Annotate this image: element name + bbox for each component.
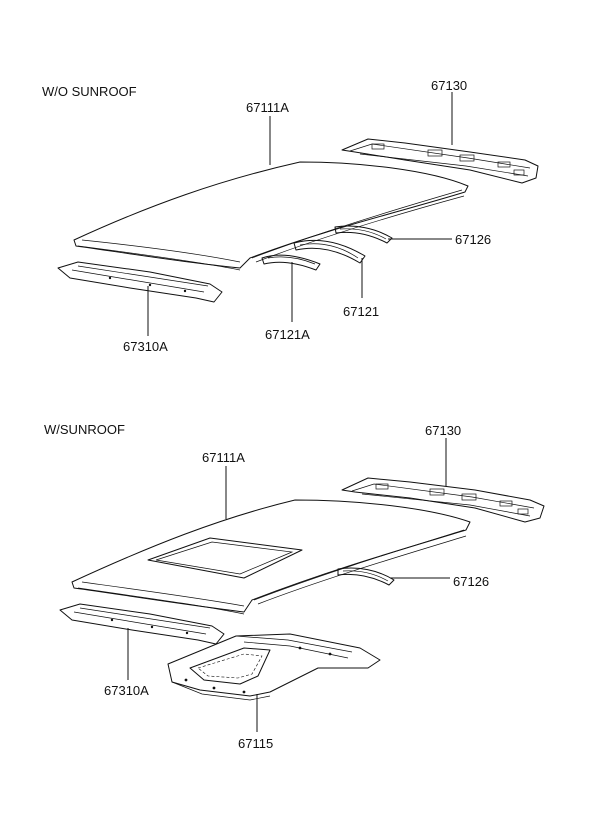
section-with-sunroof: W/SUNROOF: [44, 422, 545, 751]
callout-67126: 67126: [455, 232, 491, 247]
part-67115-sunroof-frame: [167, 633, 381, 701]
callout-67121A: 67121A: [265, 327, 310, 342]
section-title: W/SUNROOF: [44, 422, 125, 437]
callout-67115: 67115: [238, 736, 273, 751]
callout-67310A: 67310A: [123, 339, 168, 354]
part-67111A-roof-panel: [73, 161, 469, 271]
section-title: W/O SUNROOF: [42, 84, 137, 99]
part-67126-roof-bow: [337, 567, 395, 586]
part-67111A-roof-panel-with-opening: [71, 499, 471, 615]
part-67130-rear-roof-rail: [341, 138, 539, 184]
callout-67126: 67126: [453, 574, 489, 589]
sunroof-opening: [147, 537, 303, 579]
part-67310A-front-header: [57, 261, 223, 303]
part-67310A-front-header: [59, 603, 225, 645]
part-67121-roof-bow: [293, 239, 366, 264]
callout-67130: 67130: [425, 423, 461, 438]
part-67121A-roof-bow: [261, 254, 321, 271]
callout-67111A: 67111A: [202, 450, 245, 465]
callout-67130: 67130: [431, 78, 467, 93]
section-without-sunroof: W/O SUNROOF: [42, 78, 539, 354]
callout-67310A: 67310A: [104, 683, 149, 698]
part-67130-rear-roof-rail: [341, 477, 545, 523]
callout-67111A: 67111A: [246, 100, 289, 115]
callout-67121: 67121: [343, 304, 379, 319]
part-67126-roof-bow: [334, 225, 393, 244]
